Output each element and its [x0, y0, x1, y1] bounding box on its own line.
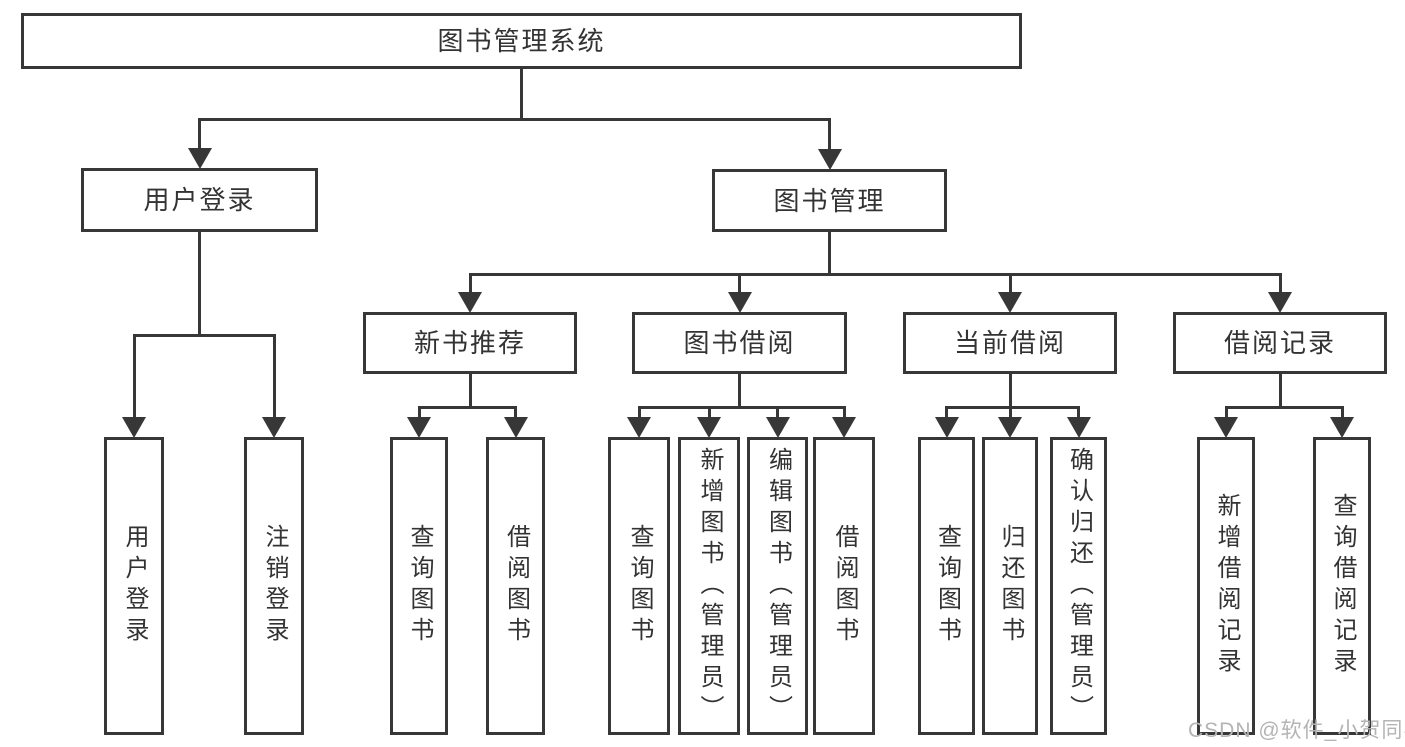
node-label: 编辑图书（管理员）: [764, 446, 792, 726]
connector-line: [842, 406, 846, 419]
connector-line: [1224, 406, 1344, 409]
node-label: 借阅图书: [831, 524, 858, 648]
node-label: 图书管理系统: [437, 26, 606, 56]
connector-line: [417, 406, 421, 419]
node-logout-leaf: 注销登录: [244, 437, 304, 735]
connector-line: [828, 232, 831, 276]
connector-line: [198, 118, 201, 150]
node-borrow-books-1: 借阅图书: [486, 437, 545, 735]
node-label: 借阅图书: [502, 524, 530, 648]
arrow-down-icon: [627, 417, 651, 438]
node-label: 图书借阅: [683, 328, 796, 358]
node-borrowing-records: 借阅记录: [1173, 312, 1387, 374]
arrow-down-icon: [187, 148, 212, 169]
node-query-borrow-record: 查询借阅记录: [1313, 437, 1371, 735]
arrow-down-icon: [503, 417, 528, 438]
connector-line: [198, 118, 831, 121]
node-label: 查询借阅记录: [1329, 493, 1356, 679]
connector-line: [417, 406, 517, 409]
connector-line: [1224, 406, 1228, 419]
connector-line: [272, 334, 276, 419]
connector-line: [1077, 406, 1080, 419]
arrow-down-icon: [1066, 417, 1091, 438]
arrow-down-icon: [407, 417, 431, 438]
connector-line: [738, 374, 741, 409]
node-add-books-admin: 新增图书（管理员）: [678, 437, 740, 735]
connector-line: [514, 406, 517, 419]
connector-line: [1008, 406, 1012, 419]
node-label: 归还图书: [997, 524, 1024, 648]
node-label: 借阅记录: [1223, 328, 1336, 358]
node-query-books-3: 查询图书: [918, 437, 975, 735]
node-label: 确认归还（管理员）: [1065, 446, 1093, 726]
connector-line: [637, 406, 846, 409]
connector-line: [132, 334, 136, 419]
node-label: 注销登录: [261, 524, 288, 648]
node-label: 查询图书: [933, 524, 961, 648]
arrow-down-icon: [1268, 292, 1292, 313]
arrow-down-icon: [697, 417, 721, 438]
arrow-down-icon: [998, 292, 1022, 313]
connector-line: [738, 273, 741, 294]
node-book-management: 图书管理: [712, 169, 947, 232]
node-user-login-leaf: 用户登录: [104, 437, 164, 735]
arrow-down-icon: [998, 417, 1022, 438]
arrow-down-icon: [122, 417, 146, 438]
arrow-down-icon: [817, 149, 842, 170]
node-label: 图书管理: [773, 185, 886, 216]
node-add-borrow-record: 新增借阅记录: [1197, 437, 1255, 735]
node-return-books: 归还图书: [982, 437, 1038, 735]
node-book-borrowing: 图书借阅: [632, 312, 847, 374]
node-label: 用户登录: [143, 185, 256, 215]
arrow-down-icon: [934, 417, 959, 438]
connector-line: [468, 273, 472, 294]
connector-line: [468, 273, 1282, 276]
connector-line: [1278, 374, 1282, 409]
node-label: 新增借阅记录: [1213, 493, 1240, 679]
node-user-login: 用户登录: [81, 168, 318, 232]
arrow-down-icon: [1214, 417, 1238, 438]
node-label: 查询图书: [626, 524, 653, 648]
connector-line: [520, 69, 523, 121]
arrow-down-icon: [765, 417, 790, 438]
connector-line: [468, 374, 472, 409]
connector-line: [828, 118, 831, 151]
node-label: 新书推荐: [413, 328, 526, 358]
node-current-borrowing: 当前借阅: [903, 312, 1117, 374]
node-edit-books-admin: 编辑图书（管理员）: [747, 437, 808, 735]
arrow-down-icon: [1330, 417, 1354, 438]
connector-line: [1340, 406, 1344, 419]
arrow-down-icon: [727, 292, 752, 313]
node-borrow-books-2: 借阅图书: [813, 437, 875, 735]
node-new-book-recommend: 新书推荐: [363, 312, 577, 374]
arrow-down-icon: [262, 417, 286, 438]
arrow-down-icon: [832, 417, 856, 438]
connector-line: [637, 406, 641, 419]
node-label: 新增图书（管理员）: [696, 446, 723, 726]
node-query-books-2: 查询图书: [608, 437, 670, 735]
connector-line: [707, 406, 711, 419]
node-label: 当前借阅: [953, 328, 1066, 358]
node-system: 图书管理系统: [21, 13, 1022, 69]
node-label: 用户登录: [121, 524, 148, 648]
connector-line: [945, 406, 948, 419]
connector-line: [198, 232, 201, 337]
connector-line: [1008, 374, 1012, 409]
connector-line: [1278, 273, 1282, 294]
connector-line: [1008, 273, 1012, 294]
node-label: 查询图书: [406, 524, 433, 648]
node-query-books-1: 查询图书: [390, 437, 448, 735]
node-confirm-return-admin: 确认归还（管理员）: [1050, 437, 1107, 735]
connector-line: [132, 334, 276, 337]
watermark: CSDN @软件_小贺同学: [1188, 719, 1405, 742]
connector-line: [776, 406, 779, 419]
arrow-down-icon: [458, 292, 482, 313]
connector-line: [945, 406, 1080, 409]
